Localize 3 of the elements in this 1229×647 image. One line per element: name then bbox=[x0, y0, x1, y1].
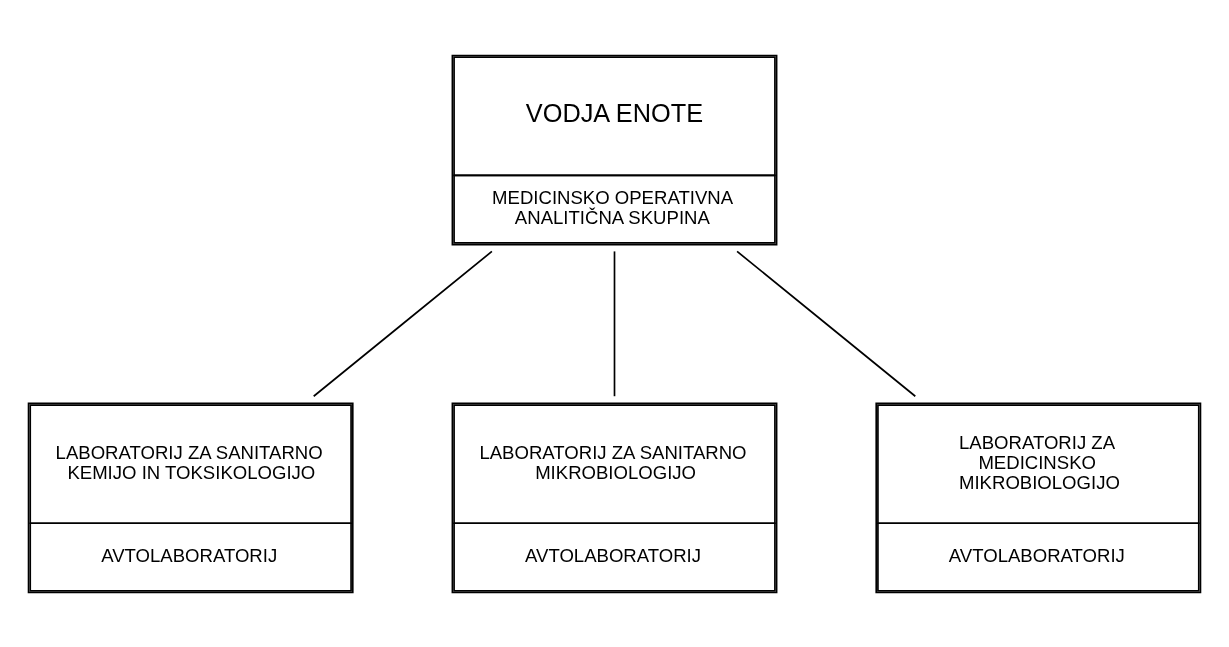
connector bbox=[736, 250, 917, 397]
connector bbox=[613, 250, 616, 397]
connector bbox=[312, 250, 493, 397]
